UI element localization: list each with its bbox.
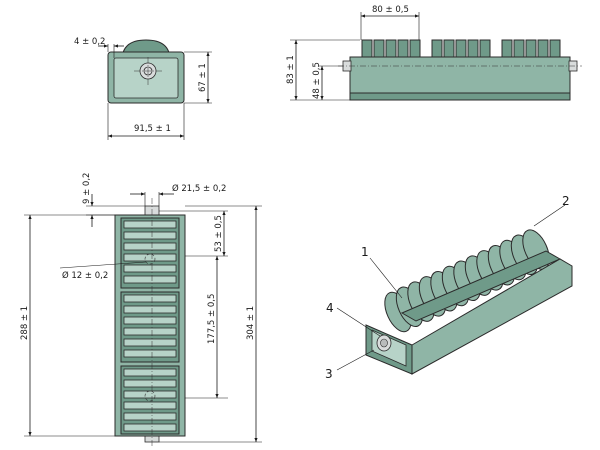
top-view-roller xyxy=(123,327,177,336)
top-view-roller xyxy=(123,423,177,432)
top-view-roller xyxy=(123,338,177,347)
side-view-frame-lip xyxy=(349,92,571,101)
side-view-axle-height-dim: 48 ± 0,5 xyxy=(312,62,322,99)
side-view-roller-fin xyxy=(385,39,397,59)
top-view-roller xyxy=(123,368,177,377)
side-view-pitch-dim: 80 ± 0,5 xyxy=(372,5,409,15)
iso-view-axle-bore-icon xyxy=(380,338,388,348)
callout-3: 3 xyxy=(325,367,333,381)
top-view-roller xyxy=(123,264,177,273)
side-view-roller-fin xyxy=(455,39,467,59)
side-view-roller-fin xyxy=(443,39,455,59)
front-view-wall-dim: 4 ± 0,2 xyxy=(74,37,105,47)
top-view-roller xyxy=(123,349,177,358)
side-view-roller-fin xyxy=(537,39,549,59)
top-view-bore-bottom xyxy=(144,390,156,402)
top-view-span-dim: 177,5 ± 0,5 xyxy=(207,294,217,344)
top-view-bore-top xyxy=(144,253,156,265)
top-view-roller xyxy=(123,275,177,284)
top-view-roller xyxy=(123,253,177,262)
side-view-roller-fin xyxy=(479,39,491,59)
top-view: 9 ± 0,2 Ø 21,5 ± 0,2 Ø 12 ± 0,2 53 ± 0,5… xyxy=(20,173,262,446)
callout-4: 4 xyxy=(326,301,334,315)
top-view-roller xyxy=(123,231,177,240)
top-view-axle-dia-dim: Ø 21,5 ± 0,2 xyxy=(172,183,226,194)
top-view-end-dim: 53 ± 0,5 xyxy=(214,215,224,252)
top-view-total-dim: 304 ± 1 xyxy=(246,306,256,340)
callout-2: 2 xyxy=(562,194,570,208)
top-view-roller xyxy=(123,401,177,410)
side-view-roller-fin xyxy=(431,39,443,59)
front-view-axle-bore-icon xyxy=(143,66,153,76)
top-view-roller xyxy=(123,412,177,421)
side-view-roller-fin xyxy=(409,39,421,59)
top-view-length-dim: 288 ± 1 xyxy=(20,306,30,340)
side-view-height-dim: 83 ± 1 xyxy=(286,55,296,84)
top-view-axle-len-dim: 9 ± 0,2 xyxy=(82,173,92,204)
top-view-bore-dim: Ø 12 ± 0,2 xyxy=(62,270,108,281)
top-view-roller xyxy=(123,305,177,314)
top-view-roller xyxy=(123,220,177,229)
top-view-rollers xyxy=(120,217,180,435)
side-view-roller-fin xyxy=(549,39,561,59)
front-view: 4 ± 0,2 67 ± 1 91,5 ± 1 xyxy=(74,37,212,140)
side-view-roller-fin xyxy=(397,39,409,59)
top-view-roller xyxy=(123,316,177,325)
side-view-roller-fin xyxy=(525,39,537,59)
side-view-roller-fin xyxy=(501,39,513,59)
side-view-roller-fin xyxy=(513,39,525,59)
iso-view: 1 2 4 3 xyxy=(325,194,573,381)
side-view-rollers xyxy=(361,39,561,59)
side-view-roller-fin xyxy=(361,39,373,59)
top-view-roller-group xyxy=(120,365,180,435)
top-view-roller xyxy=(123,242,177,251)
callout-1: 1 xyxy=(361,245,369,259)
top-view-roller xyxy=(123,294,177,303)
top-view-roller xyxy=(123,379,177,388)
front-view-width-dim: 91,5 ± 1 xyxy=(134,124,171,134)
side-view-roller-fin xyxy=(467,39,479,59)
front-view-height-dim: 67 ± 1 xyxy=(198,63,208,92)
side-view-roller-fin xyxy=(373,39,385,59)
side-view: 80 ± 0,5 83 ± 1 48 ± 0,5 xyxy=(286,5,582,101)
top-view-roller xyxy=(123,390,177,399)
